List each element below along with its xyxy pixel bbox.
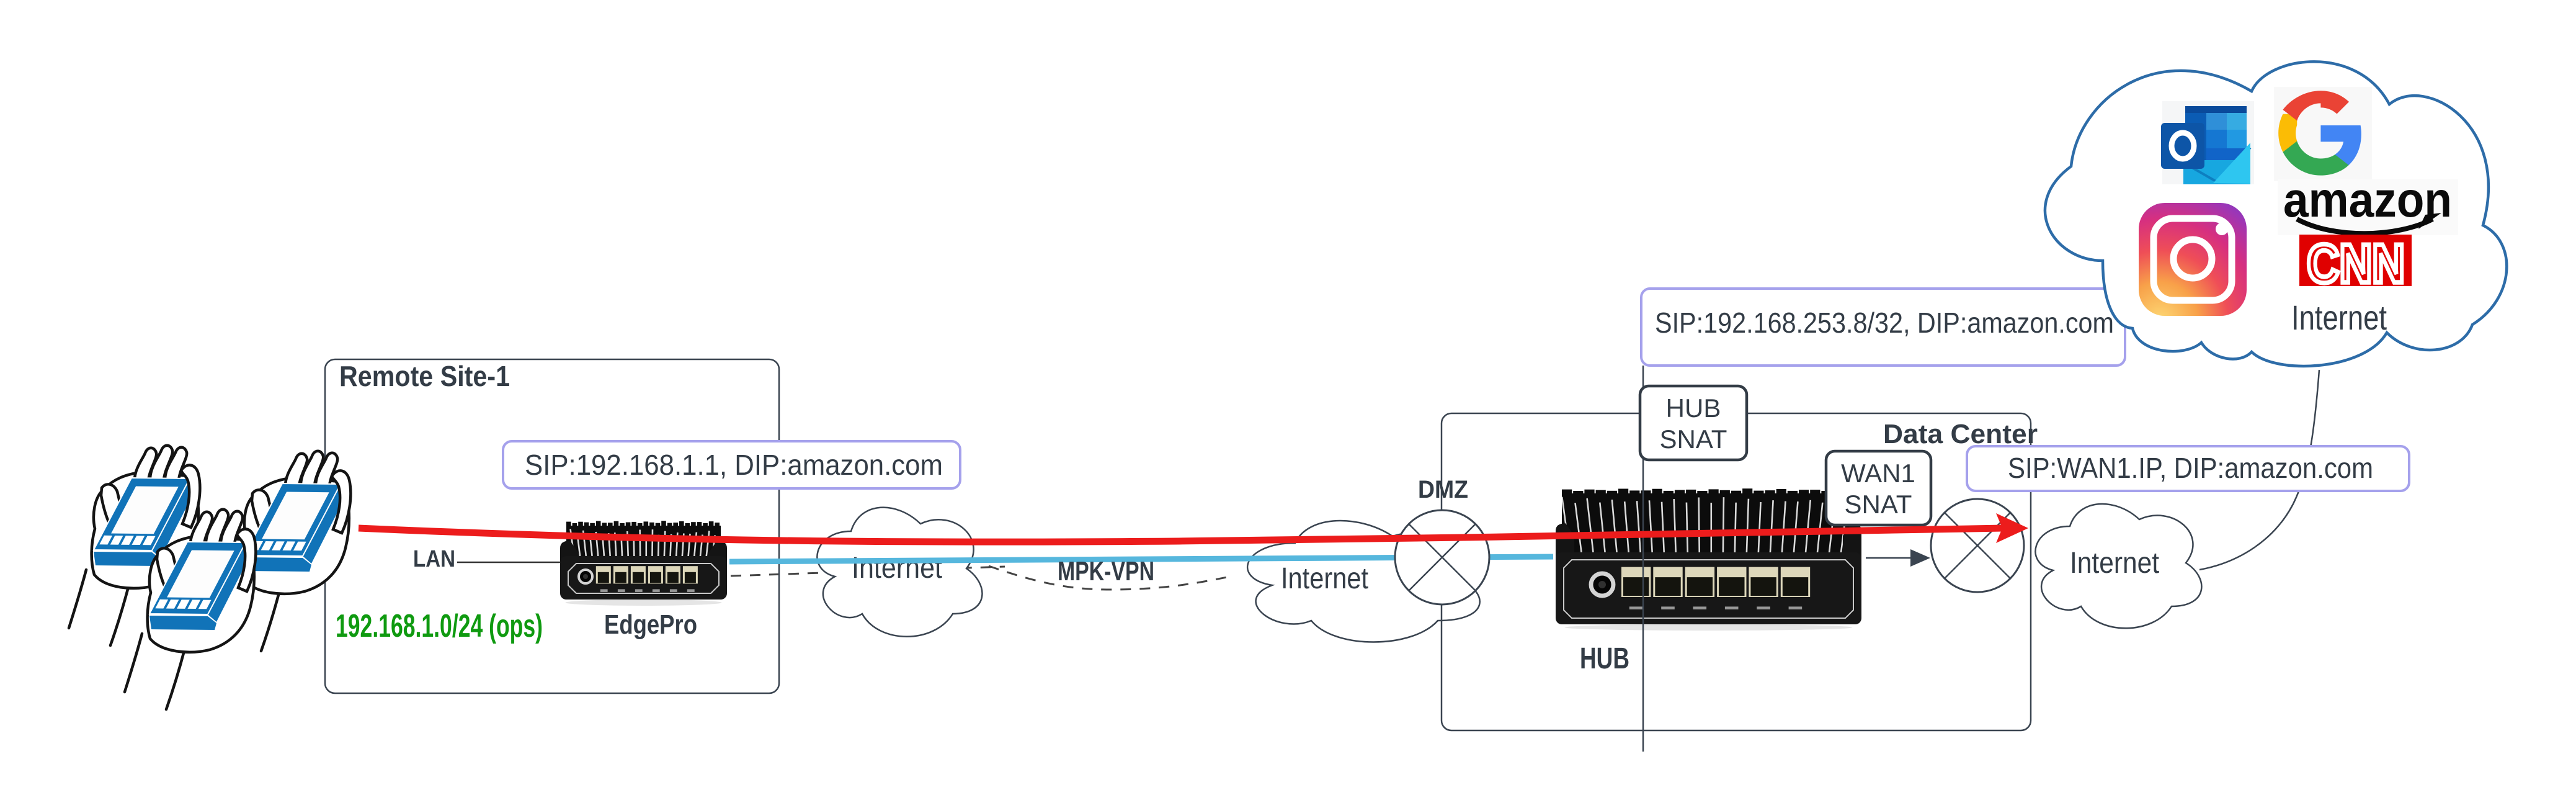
svg-text:WAN1: WAN1 xyxy=(1841,459,1915,488)
svg-text:Internet: Internet xyxy=(2291,298,2387,337)
svg-text:192.168.1.0/24 (ops): 192.168.1.0/24 (ops) xyxy=(336,608,543,644)
svg-text:Data Center: Data Center xyxy=(1883,419,2038,449)
svg-text:LAN: LAN xyxy=(413,546,455,572)
svg-text:Internet: Internet xyxy=(1281,562,1368,595)
svg-text:EdgePro: EdgePro xyxy=(604,609,697,640)
svg-text:Internet: Internet xyxy=(2070,547,2159,580)
svg-text:SNAT: SNAT xyxy=(1845,490,1912,519)
svg-text:SIP:192.168.1.1, DIP:amazon.co: SIP:192.168.1.1, DIP:amazon.com xyxy=(525,449,943,481)
svg-text:SNAT: SNAT xyxy=(1660,424,1727,454)
svg-text:Remote Site-1: Remote Site-1 xyxy=(339,360,510,392)
svg-text:SIP:192.168.253.8/32, DIP:amaz: SIP:192.168.253.8/32, DIP:amazon.com xyxy=(1655,307,2114,339)
svg-text:Internet: Internet xyxy=(852,552,942,585)
svg-text:HUB: HUB xyxy=(1666,393,1721,423)
svg-text:SIP:WAN1.IP, DIP:amazon.com: SIP:WAN1.IP, DIP:amazon.com xyxy=(2008,452,2373,484)
svg-text:HUB: HUB xyxy=(1580,642,1629,675)
svg-text:DMZ: DMZ xyxy=(1418,476,1468,503)
svg-text:CNN: CNN xyxy=(2307,233,2405,294)
svg-text:MPK-VPN: MPK-VPN xyxy=(1058,556,1154,586)
